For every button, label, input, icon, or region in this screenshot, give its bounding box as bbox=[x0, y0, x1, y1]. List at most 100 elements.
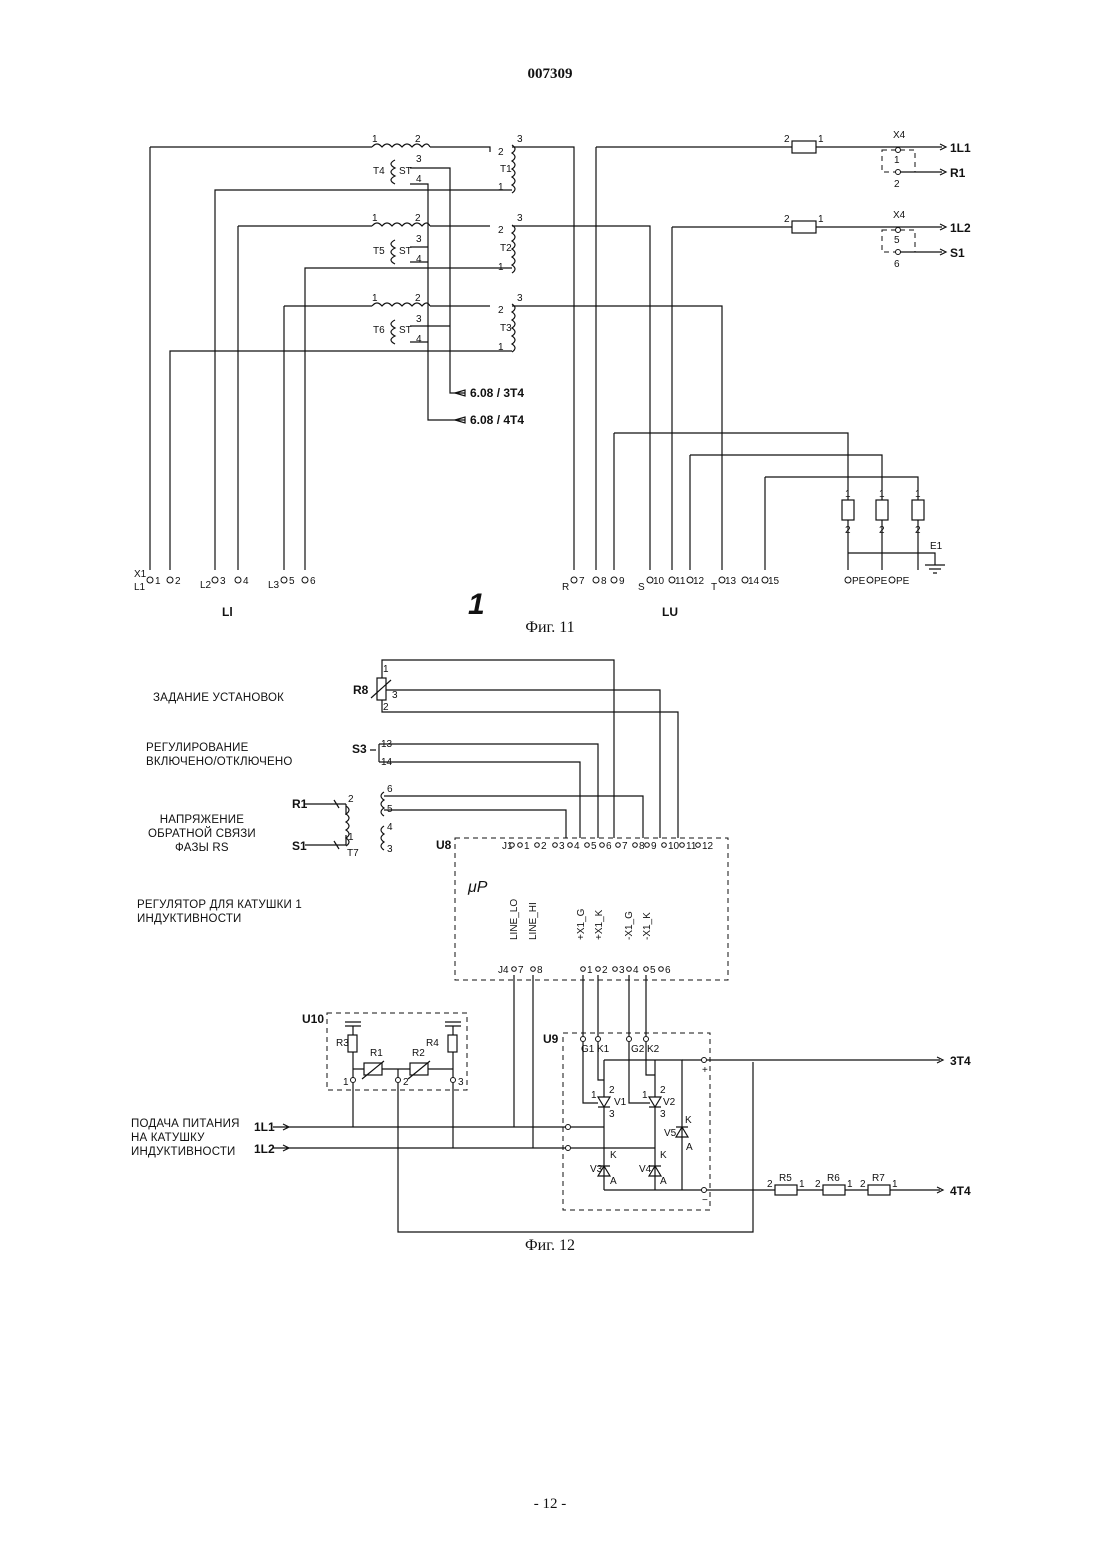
svg-text:2: 2 bbox=[860, 1179, 866, 1190]
svg-text:X4: X4 bbox=[893, 210, 906, 221]
terminal-strip-left: X1 L1 L2 L3 123456 Ll bbox=[134, 569, 316, 619]
label-regulation: РЕГУЛИРОВАНИЕ ВКЛЮЧЕНО/ОТКЛЮЧЕНО bbox=[146, 741, 293, 769]
u8-pin-top bbox=[600, 843, 605, 848]
label-supply: ПОДАЧА ПИТАНИЯ НА КАТУШКУ ИНДУКТИВНОСТИ bbox=[131, 1117, 240, 1159]
thyristor-bridge-u9: U9 G1 K1 G2 K2 21V13 21V23 KV3A KV4A KV5… bbox=[543, 975, 971, 1210]
svg-text:2: 2 bbox=[784, 134, 790, 145]
svg-text:2: 2 bbox=[175, 576, 181, 587]
svg-text:3: 3 bbox=[387, 844, 393, 855]
u8-pin-top-label: 1 bbox=[524, 841, 530, 852]
svg-text:3: 3 bbox=[416, 314, 422, 325]
svg-text:U8: U8 bbox=[436, 838, 452, 852]
svg-text:+: + bbox=[702, 1065, 708, 1076]
svg-text:1: 1 bbox=[818, 214, 824, 225]
svg-text:1L2: 1L2 bbox=[254, 1142, 275, 1156]
u8-pin-bottom-label: 7 bbox=[518, 965, 524, 976]
u8-pin-bottom-label: 3 bbox=[619, 965, 625, 976]
svg-text:R3: R3 bbox=[336, 1038, 349, 1049]
u8-pin-top-label: 6 bbox=[606, 841, 612, 852]
svg-text:1: 1 bbox=[845, 489, 851, 500]
resistor-chain: R5 R6 R7 212121 4T4 bbox=[707, 1173, 971, 1198]
u8-pin-top bbox=[616, 843, 621, 848]
u8-pin-bottom bbox=[613, 967, 618, 972]
svg-text:G2: G2 bbox=[631, 1044, 645, 1055]
u8-pin-top bbox=[633, 843, 638, 848]
u8-pin-top-label: 10 bbox=[668, 841, 680, 852]
svg-text:R2: R2 bbox=[412, 1048, 425, 1059]
svg-text:1: 1 bbox=[642, 1090, 648, 1101]
svg-text:1: 1 bbox=[155, 576, 161, 587]
svg-text:T7: T7 bbox=[347, 848, 359, 859]
svg-text:1: 1 bbox=[372, 293, 378, 304]
page-number: - 12 - bbox=[0, 1496, 1100, 1513]
svg-text:6: 6 bbox=[310, 576, 316, 587]
svg-text:E1: E1 bbox=[930, 541, 943, 552]
svg-text:V5: V5 bbox=[664, 1128, 677, 1139]
svg-text:3: 3 bbox=[517, 293, 523, 304]
svg-text:3: 3 bbox=[220, 576, 226, 587]
svg-text:LINE_LO: LINE_LO bbox=[509, 899, 520, 940]
svg-text:PE: PE bbox=[896, 576, 910, 587]
u8-pin-bottom bbox=[531, 967, 536, 972]
transformer-t5-t2: 12 T5 ST 34 213 T2 bbox=[238, 213, 650, 570]
svg-text:K1: K1 bbox=[597, 1044, 610, 1055]
u8-pin-bottom bbox=[644, 967, 649, 972]
svg-text:5: 5 bbox=[289, 576, 295, 587]
svg-text:4: 4 bbox=[387, 822, 393, 833]
output-r1: R1 bbox=[950, 166, 966, 180]
svg-text:9: 9 bbox=[619, 576, 625, 587]
svg-text:15: 15 bbox=[768, 576, 780, 587]
fuse-1l1: 21 X4 12 1L1 R1 bbox=[596, 130, 971, 570]
svg-text:2: 2 bbox=[660, 1085, 666, 1096]
svg-text:S: S bbox=[638, 582, 645, 593]
svg-text:3: 3 bbox=[517, 134, 523, 145]
svg-text:5: 5 bbox=[894, 235, 900, 246]
svg-text:1: 1 bbox=[915, 489, 921, 500]
svg-text:3: 3 bbox=[392, 690, 398, 701]
svg-text:10: 10 bbox=[653, 576, 665, 587]
svg-text:A: A bbox=[660, 1176, 667, 1187]
surge-arresters: 111 222 E1 bbox=[614, 433, 945, 573]
fig11-schematic: 12 T4 ST 34 213 T1 12 T5 ST 34 213 T2 bbox=[134, 130, 971, 621]
svg-text:3: 3 bbox=[416, 234, 422, 245]
u8-pin-top bbox=[568, 843, 573, 848]
label-regulator: РЕГУЛЯТОР ДЛЯ КАТУШКИ 1 ИНДУКТИВНОСТИ bbox=[137, 898, 302, 926]
u8-pin-bottom bbox=[596, 967, 601, 972]
svg-text:K2: K2 bbox=[647, 1044, 660, 1055]
svg-text:1: 1 bbox=[591, 1090, 597, 1101]
label-t4: T4 bbox=[373, 166, 385, 177]
u8-pin-bottom bbox=[512, 967, 517, 972]
ref-3t4: 6.08 / 3T4 bbox=[470, 386, 524, 400]
svg-text:V1: V1 bbox=[614, 1097, 627, 1108]
u8-pin-top bbox=[518, 843, 523, 848]
svg-text:T1: T1 bbox=[500, 164, 512, 175]
svg-text:3: 3 bbox=[458, 1077, 464, 1088]
u8-pin-top-label: 7 bbox=[622, 841, 628, 852]
output-4t4: 4T4 bbox=[950, 1184, 971, 1198]
u8-pin-top bbox=[553, 843, 558, 848]
svg-text:L1: L1 bbox=[134, 582, 146, 593]
u8-pin-top bbox=[696, 843, 701, 848]
svg-text:6: 6 bbox=[894, 259, 900, 270]
svg-text:-X1_G: -X1_G bbox=[624, 911, 635, 940]
svg-text:T2: T2 bbox=[500, 243, 512, 254]
u8-pin-top-label: 2 bbox=[541, 841, 547, 852]
svg-text:R5: R5 bbox=[779, 1173, 792, 1184]
svg-text:L2: L2 bbox=[200, 580, 212, 591]
svg-text:2: 2 bbox=[415, 213, 421, 224]
svg-text:1: 1 bbox=[372, 213, 378, 224]
transformer-t4-t1: 12 T4 ST 34 213 T1 bbox=[150, 134, 574, 570]
u8-pin-top bbox=[585, 843, 590, 848]
transformer-t6-t3: 12 T6 ST 34 213 T3 bbox=[170, 293, 722, 570]
svg-text:R1: R1 bbox=[370, 1048, 383, 1059]
svg-text:4: 4 bbox=[416, 174, 422, 185]
u8-pin-bottom-label: 2 bbox=[602, 965, 608, 976]
svg-text:U10: U10 bbox=[302, 1012, 324, 1026]
svg-text:R7: R7 bbox=[872, 1173, 885, 1184]
svg-text:R4: R4 bbox=[426, 1038, 439, 1049]
svg-text:1: 1 bbox=[892, 1179, 898, 1190]
svg-text:X4: X4 bbox=[893, 130, 906, 141]
strip-label-right: LU bbox=[662, 605, 678, 619]
svg-text:ST: ST bbox=[399, 325, 412, 336]
